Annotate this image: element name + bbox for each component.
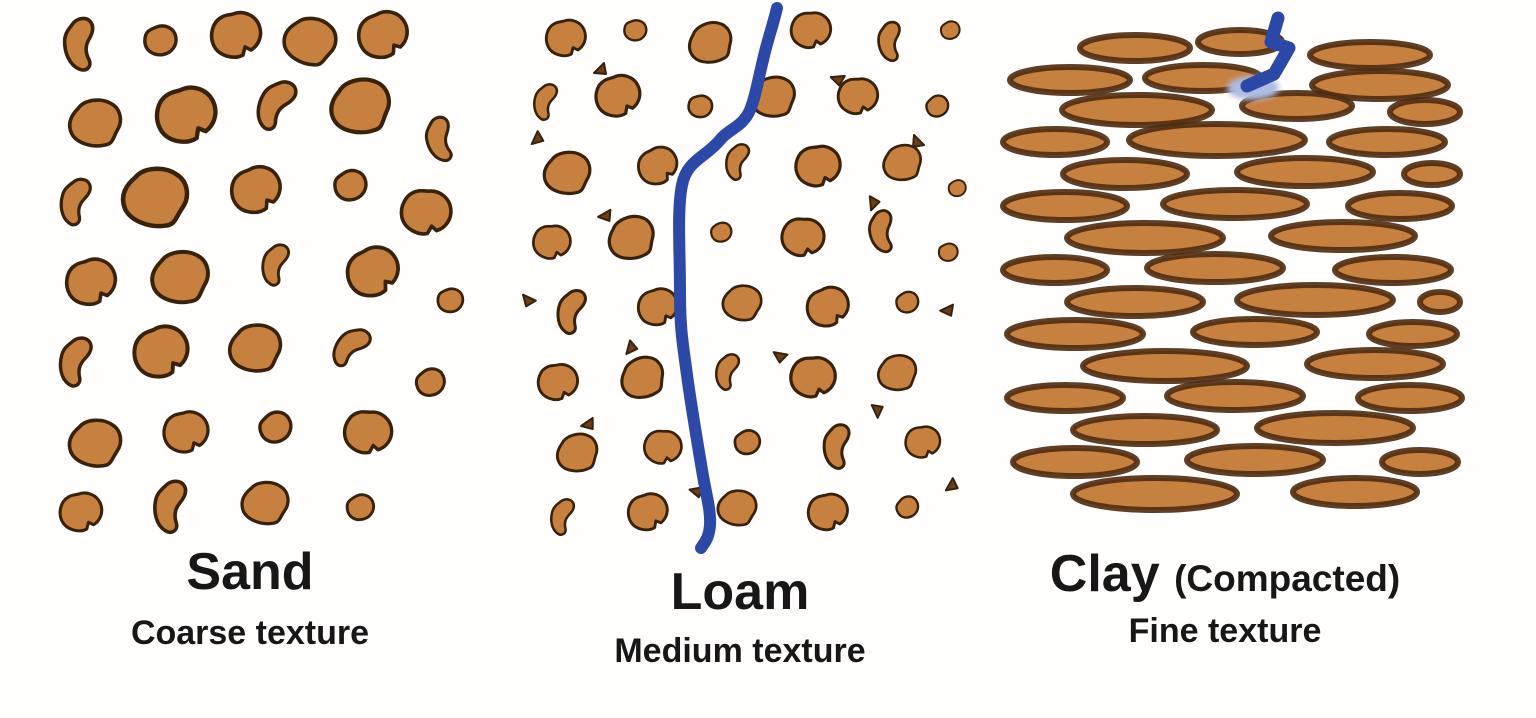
clay-title-main: Clay	[1049, 545, 1160, 603]
loam-grains	[529, 7, 967, 536]
clay-title-suffix: (Compacted)	[1174, 558, 1401, 599]
clay-particles-figure	[1000, 11, 1465, 513]
loam-particles-figure	[521, 2, 967, 554]
sand-subtitle: Coarse texture	[130, 614, 370, 652]
water-blocked-line	[1227, 11, 1296, 100]
panel-loam: Loam Medium texture	[505, 0, 975, 718]
loam-subtitle: Medium texture	[614, 632, 866, 670]
water-infiltration-line	[673, 2, 783, 554]
clay-subtitle: Fine texture	[1128, 612, 1322, 650]
sand-grains	[56, 6, 466, 536]
panel-clay: Clay (Compacted) Fine texture	[985, 0, 1465, 718]
panel-sand: Sand Coarse texture	[20, 0, 480, 718]
loam-title: Loam	[670, 563, 810, 621]
sand-title: Sand	[186, 543, 314, 601]
clay-title: Clay (Compacted)	[985, 548, 1465, 600]
clay-plates	[1000, 27, 1465, 513]
sand-particles-figure	[56, 6, 466, 536]
